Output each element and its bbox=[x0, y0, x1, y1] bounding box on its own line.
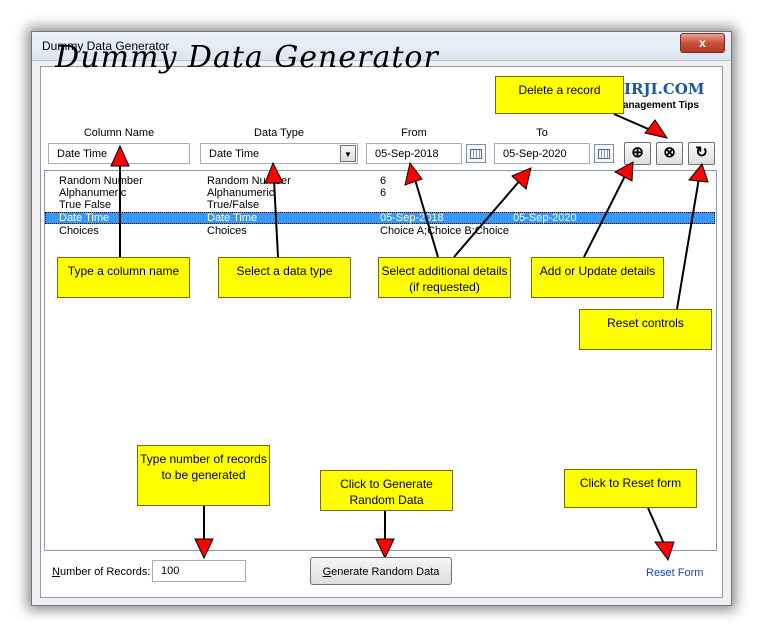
column-name-label: Column Name bbox=[83, 127, 155, 139]
button-label: enerate Random Data bbox=[331, 566, 440, 578]
row-from: Choice A;Choice B;Choice bbox=[380, 225, 510, 237]
from-input[interactable]: 05-Sep-2018 bbox=[366, 143, 462, 164]
row-name: Date Time bbox=[59, 212, 110, 224]
row-name: Random Number bbox=[59, 175, 143, 187]
number-of-records-input[interactable]: 100 bbox=[152, 560, 246, 582]
list-item[interactable]: Alphanumeric Alphanumeric 6 bbox=[45, 187, 715, 199]
list-item[interactable]: Choices Choices Choice A;Choice B;Choice bbox=[45, 225, 715, 237]
note-reset-controls: Reset controls bbox=[579, 309, 712, 350]
accelerator-key: G bbox=[322, 566, 332, 578]
row-from: 6 bbox=[380, 175, 387, 187]
add-update-button[interactable]: ⊕ bbox=[624, 142, 651, 165]
row-to: 05-Sep-2020 bbox=[513, 212, 577, 224]
label-text: umber of Records: bbox=[59, 566, 151, 578]
row-from: 05-Sep-2018 bbox=[380, 212, 444, 224]
row-type: Choices bbox=[207, 225, 247, 237]
row-from: 6 bbox=[380, 187, 387, 199]
row-type: Date Time bbox=[207, 212, 258, 224]
window-title: Dummy Data Generator bbox=[42, 39, 170, 53]
row-type: Alphanumeric bbox=[207, 187, 275, 199]
to-input[interactable]: 05-Sep-2020 bbox=[494, 143, 590, 164]
note-click-generate: Click to Generate Random Data bbox=[320, 470, 453, 511]
close-button[interactable]: x bbox=[680, 33, 725, 53]
from-calendar-button[interactable] bbox=[466, 144, 486, 163]
list-item-selected[interactable]: Date Time Date Time 05-Sep-2018 05-Sep-2… bbox=[45, 212, 715, 224]
row-type: True/False bbox=[207, 199, 260, 211]
title-bar[interactable]: Dummy Data Generator x bbox=[32, 32, 731, 61]
note-type-column: Type a column name bbox=[57, 257, 190, 298]
calendar-icon bbox=[470, 149, 482, 159]
reset-form-link[interactable]: Reset Form bbox=[646, 567, 704, 579]
to-label: To bbox=[536, 127, 548, 139]
list-item[interactable]: Random Number Random Number 6 bbox=[45, 175, 715, 187]
logo-text: IRJI.COM bbox=[624, 80, 705, 98]
data-type-label: Data Type bbox=[254, 127, 304, 139]
note-click-reset: Click to Reset form bbox=[564, 469, 697, 508]
data-type-select[interactable]: Date Time ▼ bbox=[200, 143, 358, 164]
from-label: From bbox=[401, 127, 427, 139]
row-name: True False bbox=[59, 199, 112, 211]
delete-record-button[interactable]: ⊗ bbox=[656, 142, 683, 165]
column-name-input[interactable]: Date Time bbox=[48, 143, 190, 164]
note-select-type: Select a data type bbox=[218, 257, 351, 298]
reset-controls-button[interactable]: ↻ bbox=[688, 142, 715, 165]
note-add-update: Add or Update details bbox=[531, 257, 664, 298]
calendar-icon bbox=[598, 149, 610, 159]
number-of-records-label: Number of Records: bbox=[52, 566, 150, 578]
row-type: Random Number bbox=[207, 175, 291, 187]
note-select-details: Select additional details (if requested) bbox=[378, 257, 511, 298]
chevron-down-icon[interactable]: ▼ bbox=[340, 145, 356, 162]
row-name: Choices bbox=[59, 225, 99, 237]
row-name: Alphanumeric bbox=[59, 187, 127, 199]
note-type-number: Type number of records to be generated bbox=[137, 445, 270, 506]
logo-subtext: anagement Tips bbox=[623, 100, 699, 111]
app-title: Dummy Data Generator bbox=[55, 40, 439, 75]
accelerator-key: N bbox=[52, 566, 60, 578]
to-calendar-button[interactable] bbox=[594, 144, 614, 163]
data-type-selected: Date Time bbox=[209, 148, 260, 160]
generate-random-data-button[interactable]: Generate Random Data bbox=[310, 557, 452, 585]
list-item[interactable]: True False True/False bbox=[45, 199, 715, 211]
note-delete-record: Delete a record bbox=[495, 76, 624, 114]
